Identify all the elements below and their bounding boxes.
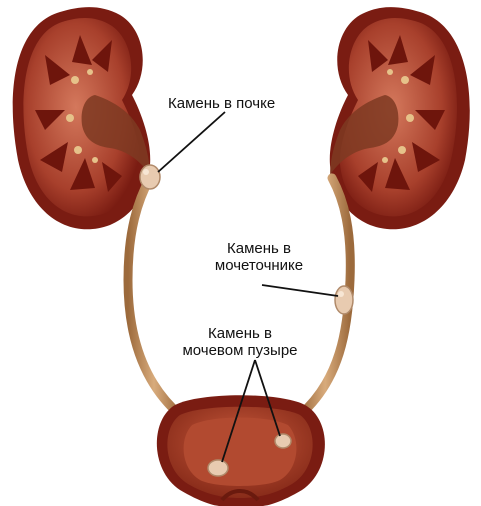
bladder-stone-left [208,460,228,476]
bladder-stone-label-line1: Камень в [165,325,315,342]
kidney-stone-leader [158,112,225,172]
ureter-stone [335,286,353,314]
left-ureter [128,178,180,415]
kidney-stone-label-text: Камень в почке [168,95,275,112]
ureter-stone-leader [262,285,338,296]
right-kidney [330,7,470,229]
bladder-stone-label-line2: мочевом пузыре [165,342,315,359]
left-kidney [13,7,150,229]
kidney-stone-label: Камень в почке [168,95,275,112]
kidney-stone [140,165,160,189]
ureter-stone-label: Камень в мочеточнике [194,240,324,274]
bladder [157,395,325,506]
ureter-stone-label-line1: Камень в [194,240,324,257]
bladder-stone-label: Камень в мочевом пузыре [165,325,315,359]
ureter-stone-label-line2: мочеточнике [194,257,324,274]
bladder-stone-right [275,434,291,448]
